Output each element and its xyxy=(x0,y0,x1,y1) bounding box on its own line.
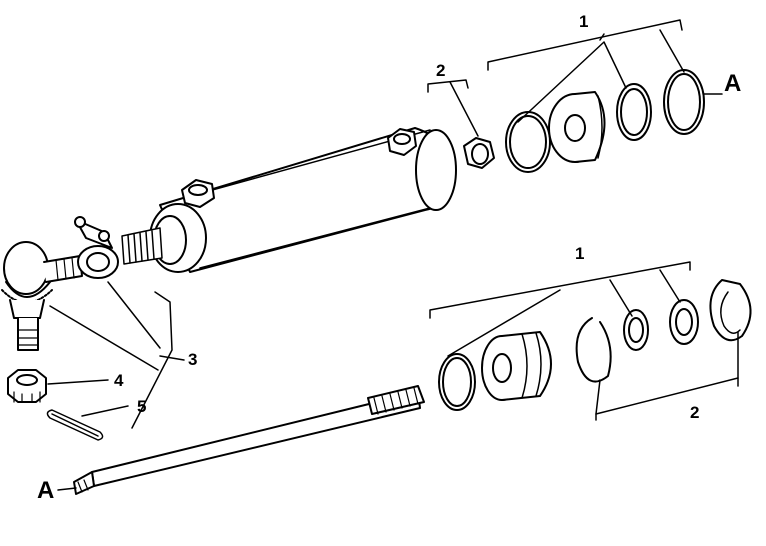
piston-rod xyxy=(73,385,425,495)
cylinder-threaded-end xyxy=(121,227,163,265)
bottom-seal-b xyxy=(669,299,699,345)
top-ring-3 xyxy=(663,69,705,135)
top-piston xyxy=(548,91,606,163)
callout-top-A: A xyxy=(724,70,742,97)
bottom-snap-ring xyxy=(575,317,612,383)
cylinder-body xyxy=(149,127,457,273)
port-fitting-rear xyxy=(387,128,417,156)
callout-left-5: 5 xyxy=(137,397,147,416)
callout-left-3: 3 xyxy=(188,350,198,369)
callout-bottom-A: A xyxy=(37,477,55,504)
bottom-piston xyxy=(481,331,552,401)
leader-lines xyxy=(47,19,739,491)
bottom-retaining-ring xyxy=(709,279,752,342)
ball-joint xyxy=(1,241,83,351)
clamp xyxy=(74,216,119,279)
bottom-seal-a xyxy=(623,309,649,351)
cotter-pin xyxy=(46,409,104,441)
port-fitting-front xyxy=(181,179,215,208)
top-ring-2 xyxy=(616,83,652,141)
top-ring-1 xyxy=(505,111,551,173)
callout-top-2: 2 xyxy=(436,61,446,80)
castle-nut xyxy=(7,369,47,403)
bottom-ring-1 xyxy=(438,353,476,411)
callout-bottom-2: 2 xyxy=(690,403,700,422)
callout-bottom-1: 1 xyxy=(575,244,585,263)
callout-top-1: 1 xyxy=(579,12,589,31)
top-nut xyxy=(463,137,495,169)
callout-left-4: 4 xyxy=(114,371,124,390)
